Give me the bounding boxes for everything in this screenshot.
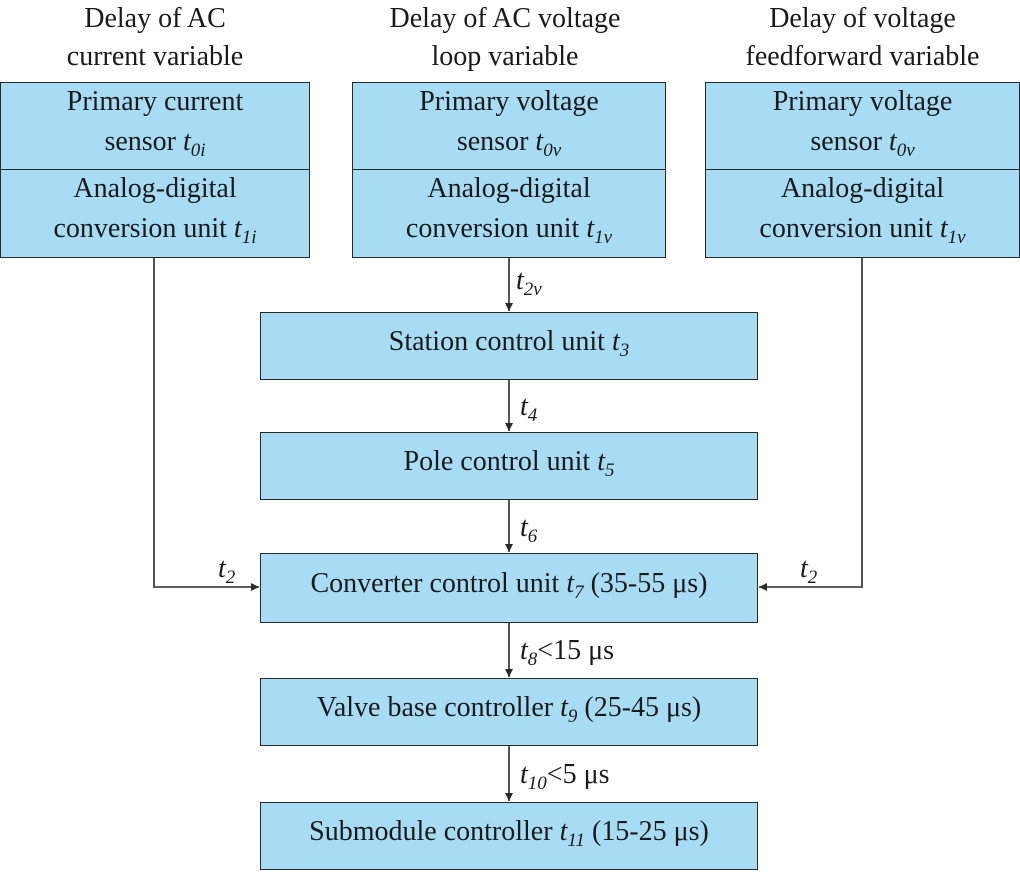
- label-t2-left-var: t: [218, 553, 226, 584]
- valve-base-var: t: [560, 691, 568, 723]
- submodule-range: (15-25 μs): [591, 815, 709, 847]
- right-sensor-box: Primary voltage sensor t0v: [705, 82, 1020, 170]
- header-middle-line2: loop variable: [431, 41, 579, 72]
- left-sensor-var: t: [182, 125, 191, 157]
- middle-adc-sub: 1v: [594, 227, 613, 248]
- left-adc-var: t: [233, 213, 242, 244]
- middle-adc-line1: Analog-digital: [427, 173, 591, 204]
- valve-base-sub: 9: [567, 705, 578, 727]
- arrow-left-adc-to-converter: [153, 258, 259, 591]
- converter-control-sub: 7: [574, 581, 584, 603]
- station-control-text: Station control unit: [388, 325, 605, 357]
- label-t6-sub: 6: [527, 526, 538, 547]
- label-t8-sub: 8: [527, 649, 538, 670]
- left-sensor-line1: Primary current: [66, 85, 244, 117]
- pole-control-sub: 5: [604, 459, 615, 481]
- submodule-sub: 11: [567, 829, 585, 851]
- right-sensor-line1: Primary voltage: [772, 85, 953, 117]
- station-control-box: Station control unit t3: [260, 312, 758, 380]
- left-adc-sub: 1i: [241, 227, 257, 248]
- converter-control-range: (35-55 μs): [590, 567, 708, 599]
- valve-base-range: (25-45 μs): [584, 691, 702, 723]
- middle-sensor-line2: sensor: [456, 125, 529, 157]
- converter-control-text: Converter control unit: [310, 567, 560, 599]
- pole-control-text: Pole control unit: [403, 445, 591, 477]
- label-t8-limit: <15 μs: [537, 635, 614, 666]
- header-left-line2: current variable: [66, 41, 244, 72]
- right-sensor-var: t: [888, 125, 897, 157]
- header-right: Delay of voltage feedforward variable: [705, 0, 1020, 76]
- label-t10-sub: 10: [527, 773, 547, 794]
- converter-control-var: t: [566, 567, 575, 599]
- left-sensor-line2: sensor: [104, 125, 176, 157]
- label-t8: t8<15 μs: [520, 636, 614, 675]
- pole-control-var: t: [597, 445, 605, 477]
- header-left-line1: Delay of AC: [84, 3, 226, 34]
- left-sensor-sub: 0i: [190, 139, 206, 161]
- label-t10: t10<5 μs: [520, 760, 609, 799]
- label-t2-right-sub: 2: [807, 567, 818, 588]
- middle-adc-box: Analog-digital conversion unit t1v: [352, 170, 666, 258]
- arrow-right-adc-to-converter: [759, 258, 863, 591]
- label-t10-var: t: [520, 759, 528, 790]
- submodule-var: t: [559, 815, 568, 847]
- label-t10-limit: <5 μs: [546, 759, 610, 790]
- right-sensor-sub: 0v: [896, 139, 915, 161]
- converter-control-box: Converter control unit t7 (35-55 μs): [260, 553, 758, 623]
- middle-adc-line2: conversion unit: [405, 213, 580, 244]
- header-left: Delay of AC current variable: [0, 0, 310, 76]
- valve-base-box: Valve base controller t9 (25-45 μs): [260, 678, 758, 746]
- left-adc-line2: conversion unit: [53, 213, 227, 244]
- right-adc-box: Analog-digital conversion unit t1v: [705, 170, 1020, 258]
- header-middle-line1: Delay of AC voltage: [389, 3, 621, 34]
- label-t2-right: t2: [800, 554, 817, 593]
- station-control-sub: 3: [619, 339, 630, 361]
- label-t4-sub: 4: [527, 405, 538, 426]
- label-t6-var: t: [520, 512, 528, 543]
- header-right-line1: Delay of voltage: [769, 3, 956, 34]
- label-t2v: t2v: [516, 266, 542, 305]
- right-adc-sub: 1v: [947, 227, 966, 248]
- label-t4-var: t: [520, 391, 528, 422]
- middle-sensor-var: t: [535, 125, 544, 157]
- right-sensor-line2: sensor: [810, 125, 882, 157]
- label-t8-var: t: [520, 635, 528, 666]
- right-adc-var: t: [939, 213, 948, 244]
- station-control-var: t: [611, 325, 620, 357]
- label-t4: t4: [520, 392, 537, 431]
- label-t2-right-var: t: [800, 553, 808, 584]
- label-t2v-var: t: [516, 265, 524, 296]
- middle-sensor-line1: Primary voltage: [419, 85, 599, 117]
- label-t2-left-sub: 2: [225, 567, 236, 588]
- header-middle: Delay of AC voltage loop variable: [345, 0, 665, 76]
- middle-adc-var: t: [586, 213, 595, 244]
- label-t2v-sub: 2v: [523, 279, 542, 300]
- middle-sensor-box: Primary voltage sensor t0v: [352, 82, 666, 170]
- valve-base-text: Valve base controller: [316, 691, 554, 723]
- left-adc-line1: Analog-digital: [73, 173, 237, 204]
- header-right-line2: feedforward variable: [745, 41, 980, 72]
- left-adc-box: Analog-digital conversion unit t1i: [0, 170, 310, 258]
- pole-control-box: Pole control unit t5: [260, 432, 758, 500]
- right-adc-line2: conversion unit: [759, 213, 933, 244]
- left-sensor-box: Primary current sensor t0i: [0, 82, 310, 170]
- right-adc-line1: Analog-digital: [780, 173, 945, 204]
- submodule-box: Submodule controller t11 (15-25 μs): [260, 802, 758, 870]
- label-t6: t6: [520, 513, 537, 552]
- submodule-text: Submodule controller: [309, 815, 553, 847]
- label-t2-left: t2: [218, 554, 235, 593]
- middle-sensor-sub: 0v: [543, 139, 562, 161]
